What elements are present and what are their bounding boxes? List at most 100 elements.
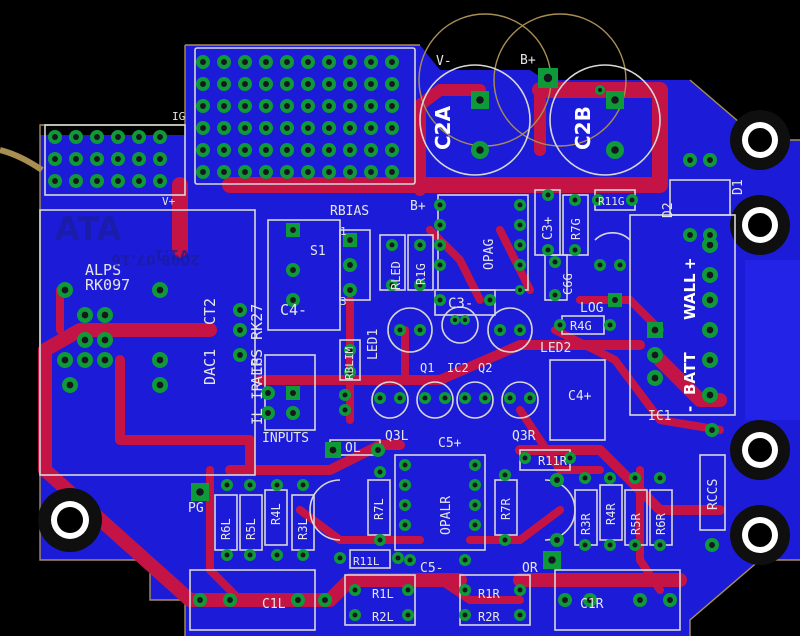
label-r7g: R7G	[569, 218, 583, 240]
drill-hole	[52, 134, 58, 140]
drill-hole	[326, 169, 332, 175]
drill-hole	[462, 557, 468, 563]
drill-hole	[462, 587, 468, 593]
drill-hole	[706, 326, 714, 334]
drill-hole	[545, 192, 551, 198]
drill-hole	[337, 555, 343, 561]
drill-hole	[476, 96, 484, 104]
through-hole-pads	[57, 68, 719, 621]
label-rled: RLED	[389, 261, 403, 290]
drill-hole	[347, 59, 353, 65]
drill-hole	[368, 147, 374, 153]
label-c1l: C1L	[262, 597, 286, 612]
drill-hole	[352, 612, 358, 618]
drill-hole	[497, 327, 503, 333]
drill-hole	[242, 59, 248, 65]
drill-hole	[517, 587, 523, 593]
label-led2: LED2	[540, 341, 571, 356]
drill-hole	[157, 156, 163, 162]
drill-hole	[247, 482, 253, 488]
label-c3-minus: C3-	[448, 296, 473, 312]
label-c2a: C2A	[431, 105, 455, 150]
drill-hole	[368, 81, 374, 87]
drill-hole	[389, 169, 395, 175]
drill-hole	[115, 178, 121, 184]
label-r6l: R6L	[219, 518, 233, 540]
drill-hole	[611, 96, 619, 104]
label-il-ir-ig: IL IR IG	[250, 358, 266, 425]
label-r11r: R11R	[538, 454, 568, 468]
drill-hole	[572, 247, 578, 253]
drill-hole	[224, 552, 230, 558]
drill-hole	[200, 125, 206, 131]
header-pins	[44, 47, 416, 196]
drill-hole	[517, 327, 523, 333]
drill-hole	[197, 597, 203, 603]
label-batt: BATT	[681, 352, 699, 395]
drill-hole	[502, 472, 508, 478]
label-r1g: R1G	[414, 263, 428, 285]
drill-hole	[452, 317, 458, 323]
label-led1: LED1	[366, 329, 381, 360]
label-minus-batt: -	[681, 406, 699, 412]
drill-hole	[263, 59, 269, 65]
label-ata: ATA	[55, 210, 122, 248]
drill-hole	[81, 336, 89, 344]
drill-hole	[476, 146, 484, 154]
drill-hole	[200, 103, 206, 109]
label-r7l: R7L	[372, 498, 386, 520]
drill-hole	[263, 103, 269, 109]
label-ig: IG	[172, 110, 185, 123]
drill-hole	[402, 462, 408, 468]
label-ct2: CT2	[201, 298, 219, 325]
drill-hole	[617, 262, 623, 268]
drill-hole	[472, 502, 478, 508]
drill-hole	[502, 537, 508, 543]
drill-hole	[629, 197, 635, 203]
drill-hole	[657, 542, 663, 548]
drill-hole	[326, 81, 332, 87]
drill-hole	[227, 597, 233, 603]
drill-hole	[326, 103, 332, 109]
drill-hole	[347, 237, 353, 243]
drill-hole	[632, 475, 638, 481]
drill-hole	[548, 556, 556, 564]
label-r6r: R6R	[654, 513, 668, 535]
label-r11g: R11G	[598, 195, 625, 208]
drill-hole	[61, 356, 69, 364]
drill-hole	[607, 475, 613, 481]
label-version: V1.1	[154, 246, 190, 262]
drill-hole	[200, 59, 206, 65]
drill-hole	[472, 462, 478, 468]
label-q2: Q2	[478, 361, 492, 375]
drill-hole	[242, 169, 248, 175]
label-c6g: C6G	[561, 273, 575, 295]
label-r11l: R11L	[353, 555, 380, 568]
drill-hole	[263, 147, 269, 153]
drill-hole	[368, 125, 374, 131]
drill-hole	[237, 327, 243, 333]
drill-hole	[94, 178, 100, 184]
drill-hole	[651, 351, 659, 359]
drill-hole	[389, 103, 395, 109]
drill-hole	[221, 59, 227, 65]
drill-hole	[417, 282, 423, 288]
label-pin-3: 3	[340, 295, 347, 308]
labels-layer: V- B+ C2A C2B IG V+ RBIAS B+ S1 C4- ALPS…	[55, 53, 746, 624]
drill-hole	[437, 297, 443, 303]
label-r1r: R1R	[478, 587, 500, 601]
label-c1r: C1R	[580, 597, 604, 612]
drill-hole	[73, 156, 79, 162]
drill-hole	[582, 475, 588, 481]
label-q3r: Q3R	[512, 429, 536, 444]
drill-hole	[597, 262, 603, 268]
drill-hole	[94, 134, 100, 140]
drill-hole	[284, 103, 290, 109]
label-c3-plus: C3+	[541, 216, 556, 240]
drill-hole	[221, 125, 227, 131]
drill-hole	[242, 81, 248, 87]
drill-hole	[437, 262, 443, 268]
drill-hole	[265, 390, 271, 396]
drill-hole	[389, 125, 395, 131]
label-v-plus: V+	[162, 195, 176, 208]
